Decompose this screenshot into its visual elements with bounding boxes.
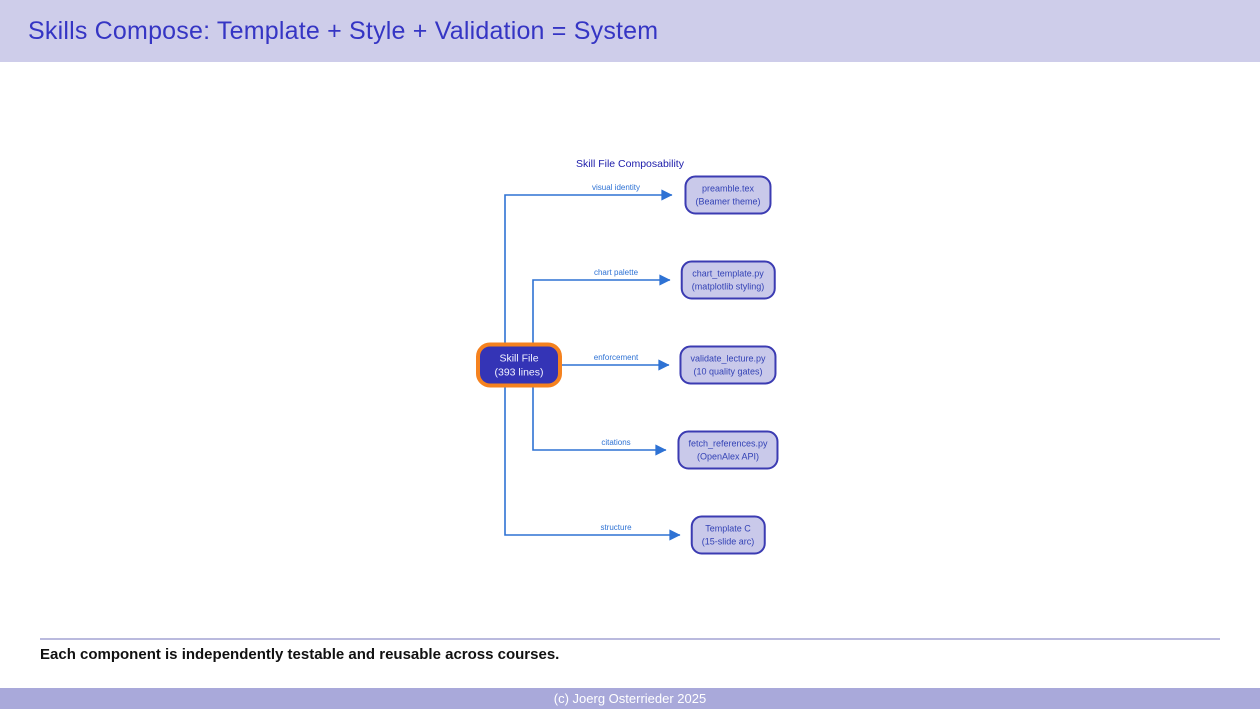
connector-edge (532, 274, 671, 344)
target-box-line1: validate_lecture.py (690, 353, 766, 364)
connector-edge (532, 387, 667, 456)
connector-edge (504, 387, 681, 541)
target-box-line1: fetch_references.py (688, 438, 768, 449)
edge-label: structure (600, 523, 632, 532)
connector-edge (504, 189, 673, 344)
target-box: validate_lecture.py (10 quality gates) (679, 345, 777, 385)
slide-title: Skills Compose: Template + Style + Valid… (28, 16, 659, 45)
skill-file-node: Skill File (393 lines) (476, 342, 562, 388)
target-box-line2: (matplotlib styling) (691, 281, 765, 291)
edge-label: chart palette (593, 268, 639, 277)
target-box-line2: (OpenAlex API) (696, 451, 760, 461)
edge-label: citations (601, 438, 631, 447)
diagram-title: Skill File Composability (576, 158, 684, 170)
skill-file-node-line2: (393 lines) (494, 366, 544, 378)
copyright-text: (c) Joerg Osterrieder 2025 (553, 691, 707, 706)
takeaway-text: Each component is independently testable… (40, 646, 560, 663)
target-box-line1: preamble.tex (701, 183, 755, 194)
target-box: fetch_references.py (OpenAlex API) (677, 430, 779, 470)
slide-footer: (c) Joerg Osterrieder 2025 (0, 688, 1260, 709)
edge-label: visual identity (591, 183, 641, 192)
target-box-line1: Template C (705, 523, 751, 534)
target-box: preamble.tex (Beamer theme) (684, 175, 772, 215)
slide-header: Skills Compose: Template + Style + Valid… (0, 0, 1260, 62)
edge-label: enforcement (593, 353, 639, 362)
target-box-line1: chart_template.py (692, 268, 764, 279)
target-box-line2: (10 quality gates) (693, 366, 763, 376)
skill-file-node-line1: Skill File (499, 352, 539, 364)
target-box: Template C (15-slide arc) (690, 515, 766, 555)
target-box-line2: (Beamer theme) (695, 196, 761, 206)
target-box: chart_template.py (matplotlib styling) (680, 260, 776, 300)
target-box-line2: (15-slide arc) (701, 536, 755, 546)
separator-line (40, 638, 1220, 640)
